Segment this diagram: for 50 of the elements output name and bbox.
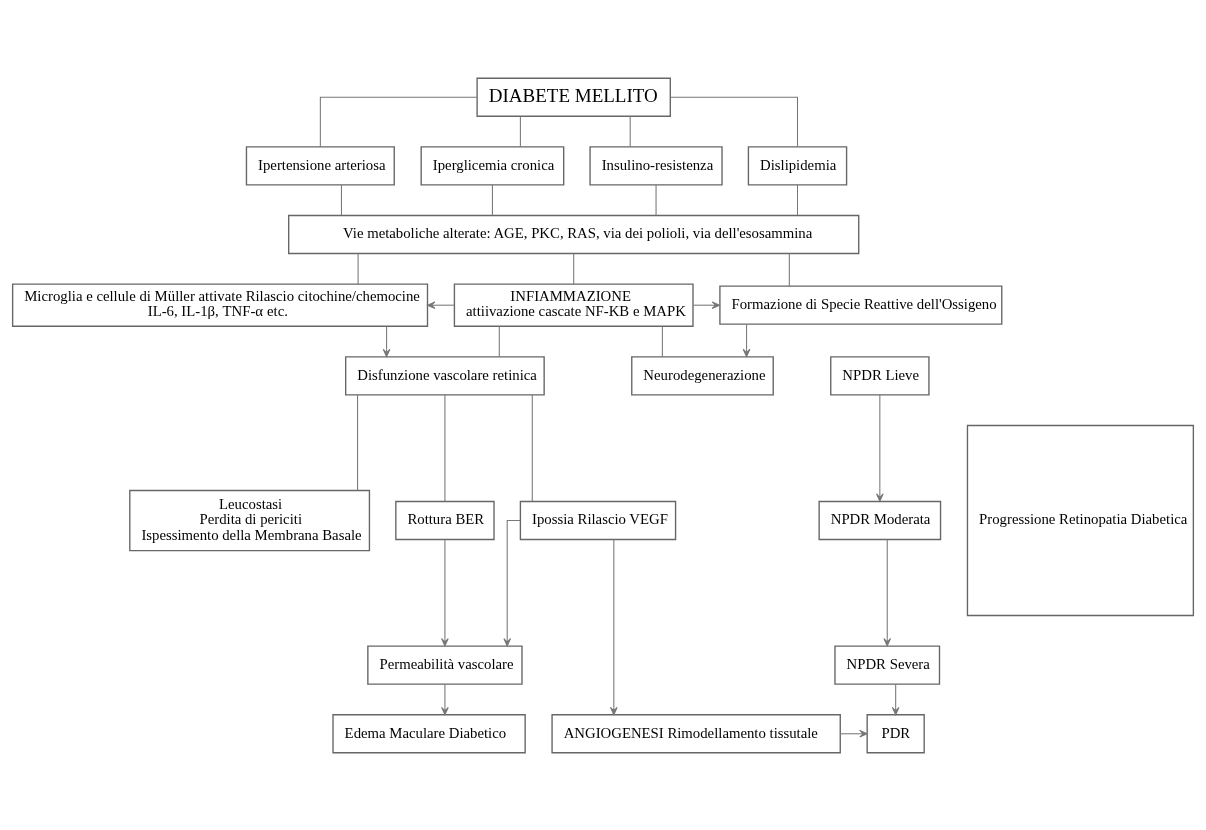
node-box: Ipertensione arteriosa (245, 145, 395, 186)
arrow (503, 519, 521, 646)
connector (444, 394, 446, 502)
connector (531, 394, 533, 502)
node-box: Leucostasi Perdita di periciti Ispessimento della Membrana Basale (129, 489, 371, 551)
connector (661, 325, 663, 357)
connector (655, 183, 657, 216)
arrow (876, 394, 884, 502)
node-box: Formazione di Specie Reattive dell'Ossigeno (719, 285, 1003, 325)
node-box: Ipossia Rilascio VEGF (519, 500, 677, 540)
arrow (382, 325, 391, 357)
connector (319, 96, 478, 147)
node-box: DIABETE MELLITO (476, 77, 671, 117)
node-box: Rottura BER (395, 500, 495, 540)
node-box: ANGIOGENESI Rimodellamento tissutale (551, 713, 841, 753)
node-box: Iperglicemia cronica (420, 145, 565, 186)
connector (340, 183, 342, 216)
connector (796, 183, 799, 216)
node-box: Neurodegenerazione (631, 355, 774, 396)
arrow (427, 300, 455, 309)
node-box: NPDR Severa (834, 644, 941, 685)
connector (491, 183, 493, 216)
node-box: Permeabilità vascolare (367, 644, 523, 685)
arrow (883, 538, 892, 646)
connector (519, 115, 521, 147)
connector (573, 252, 575, 284)
node-box: NPDR Moderata (818, 500, 942, 540)
node-box: Edema Maculare Diabetico (332, 713, 526, 753)
connector (629, 115, 631, 147)
arrow (839, 729, 868, 738)
connector (788, 252, 790, 286)
node-box: Microglia e cellule di Müller attivate Rilascio citochine/chemocine IL-6, IL-1β, TNF-α etc. (11, 282, 429, 327)
node-box: Dislipidemia (747, 145, 848, 186)
node-box: Vie metaboliche alterate: AGE, PKC, RAS, via dei polioli, via dell'esosammina (288, 214, 860, 254)
arrow (891, 683, 900, 715)
connector (357, 394, 359, 491)
arrow (692, 300, 720, 309)
node-box: Disfunzione vascolare retinica (345, 355, 545, 396)
node-box: INFIAMMAZIONE attiivazione cascate NF-KB e MAPK (453, 282, 694, 327)
connector (357, 252, 359, 284)
arrow (609, 538, 618, 715)
node-box: Progressione Retinopatia Diabetica (966, 424, 1195, 616)
node-box: PDR (866, 713, 925, 753)
connector (498, 325, 500, 357)
connector (670, 96, 799, 147)
arrow (441, 683, 449, 715)
node-box: Insulino-resistenza (589, 145, 723, 186)
arrow (742, 323, 751, 357)
arrow (441, 538, 449, 646)
node-box: NPDR Lieve (830, 355, 930, 396)
